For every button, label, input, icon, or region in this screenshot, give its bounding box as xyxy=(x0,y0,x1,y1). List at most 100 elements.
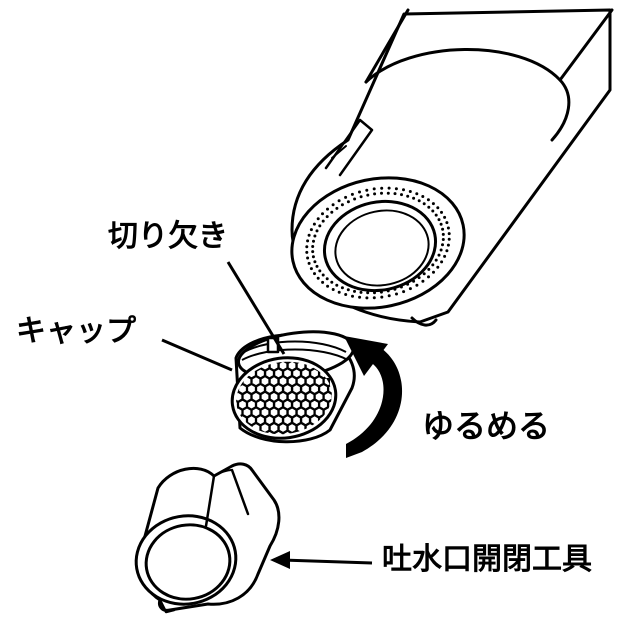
perforation-dot xyxy=(353,289,356,293)
mesh-cell xyxy=(237,399,248,410)
mesh-cell xyxy=(338,447,346,456)
mesh-cell xyxy=(392,478,400,487)
mesh-cell xyxy=(356,478,364,487)
mesh-cell xyxy=(242,391,252,403)
mesh-cell xyxy=(369,455,377,464)
mesh-cell xyxy=(287,407,297,418)
perforation-dot xyxy=(353,197,357,201)
mesh-cell xyxy=(356,416,364,425)
mesh-cell xyxy=(314,375,324,387)
mesh-cell xyxy=(300,368,311,379)
perforation-dot xyxy=(437,218,441,222)
mesh-cell xyxy=(297,486,305,495)
mesh-cell xyxy=(297,470,305,479)
mesh-cell xyxy=(405,486,413,495)
mesh-cell xyxy=(396,470,404,479)
perforation-dot xyxy=(386,289,390,293)
mesh-cell xyxy=(333,470,341,479)
mesh-cell xyxy=(378,439,386,448)
mesh-cell xyxy=(255,368,266,379)
mesh-cell xyxy=(410,369,418,378)
perforation-dot xyxy=(380,186,384,190)
leader-notch xyxy=(226,261,286,355)
perforation-dot xyxy=(427,275,430,279)
mesh-cell xyxy=(288,455,296,464)
mesh-cell xyxy=(342,423,350,432)
perforation-dot xyxy=(372,296,376,300)
perforation-dot xyxy=(313,260,317,264)
mesh-cell xyxy=(225,455,233,464)
mesh-cell xyxy=(284,462,292,471)
perforation-dot xyxy=(408,287,412,291)
perforation-dot xyxy=(446,226,450,230)
mesh-cell xyxy=(347,400,355,409)
mesh-cell xyxy=(296,391,306,403)
mesh-cell xyxy=(221,400,229,409)
mesh-cell xyxy=(257,462,265,471)
mesh-cell xyxy=(405,392,413,401)
mesh-cell xyxy=(329,494,337,503)
perforation-dot xyxy=(373,291,376,295)
mesh-cell xyxy=(374,384,382,393)
mesh-cell xyxy=(378,486,386,495)
mesh-cell xyxy=(356,494,364,503)
perforation-dot xyxy=(434,258,438,262)
perforation-dot xyxy=(447,237,451,241)
mesh-cell xyxy=(360,486,368,495)
faucet-spout xyxy=(290,8,614,327)
perforation-dot xyxy=(321,219,325,223)
mesh-cell xyxy=(338,431,346,440)
perforation-dot xyxy=(417,199,421,203)
mesh-cell xyxy=(401,478,409,487)
mesh-cell xyxy=(351,486,359,495)
mesh-cell xyxy=(270,470,278,479)
mesh-cell xyxy=(387,345,395,354)
perforation-dot xyxy=(313,234,317,238)
mesh-cell xyxy=(246,383,257,395)
mesh-cell xyxy=(305,375,315,387)
mesh-cell xyxy=(396,423,404,432)
perforation-dot xyxy=(417,276,421,280)
mesh-cell xyxy=(305,407,315,418)
mesh-cell xyxy=(314,407,324,418)
mesh-cell xyxy=(365,494,373,503)
perforation-dot xyxy=(427,205,431,209)
mesh-cell xyxy=(288,486,296,495)
mesh-cell xyxy=(369,470,377,479)
perforation-dot xyxy=(340,286,344,290)
mesh-cell xyxy=(392,447,400,456)
perforation-dot xyxy=(445,221,449,225)
mesh-cell xyxy=(410,416,418,425)
mesh-cell xyxy=(401,369,409,378)
mesh-cell xyxy=(405,423,413,432)
mesh-cell xyxy=(284,447,292,456)
perforation-dot xyxy=(426,198,430,202)
mesh-cell xyxy=(320,462,328,471)
mesh-cell xyxy=(396,455,404,464)
perforation-dot xyxy=(346,200,350,204)
leader-tool-arrowhead xyxy=(270,551,290,569)
mesh-cell xyxy=(269,375,279,387)
perforation-dot xyxy=(331,288,335,291)
mesh-cell xyxy=(410,462,418,471)
mesh-cell xyxy=(230,447,238,456)
perforation-dot xyxy=(344,293,348,296)
mesh-cell xyxy=(221,447,229,456)
perforation-dot xyxy=(315,229,319,233)
mesh-cell xyxy=(266,478,274,487)
perforation-dot xyxy=(408,190,412,193)
mesh-cell xyxy=(293,494,301,503)
mesh-cell xyxy=(284,478,292,487)
spout-opening-tool xyxy=(134,462,281,614)
perforation-dot xyxy=(399,285,403,289)
mesh-cell xyxy=(365,478,373,487)
mesh-cell xyxy=(347,431,355,440)
mesh-cell xyxy=(216,392,224,401)
mesh-cell xyxy=(216,345,224,354)
tool-opening xyxy=(144,523,232,601)
mesh-cell xyxy=(338,462,346,471)
perforation-dot xyxy=(330,210,334,214)
mesh-cell xyxy=(266,462,274,471)
mesh-cell xyxy=(242,438,252,441)
